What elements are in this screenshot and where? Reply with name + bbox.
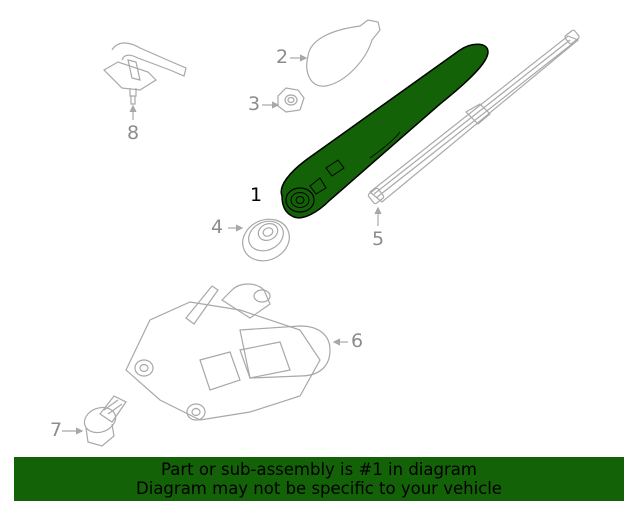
- callout-8[interactable]: 8: [127, 122, 140, 144]
- info-banner: Part or sub-assembly is #1 in diagram Di…: [14, 457, 624, 501]
- grommet-part[interactable]: [228, 212, 296, 269]
- parts-diagram: 1 2 3 4 5 6 7 8: [50, 19, 580, 447]
- washer-nozzle-part[interactable]: [103, 42, 187, 120]
- callout-3[interactable]: 3: [248, 93, 261, 115]
- callout-5[interactable]: 5: [372, 228, 385, 250]
- callout-4[interactable]: 4: [211, 216, 224, 238]
- banner-line-disclaimer: Diagram may not be specific to your vehi…: [136, 479, 502, 498]
- callout-7[interactable]: 7: [50, 419, 63, 441]
- wiper-motor-part[interactable]: [125, 283, 348, 421]
- bolt-part[interactable]: [62, 395, 127, 447]
- callout-1[interactable]: 1: [250, 184, 263, 206]
- nut-part[interactable]: [262, 87, 305, 113]
- cap-part[interactable]: [290, 19, 381, 87]
- wiper-blade-part[interactable]: [367, 29, 580, 226]
- callout-2[interactable]: 2: [276, 46, 289, 68]
- callout-6[interactable]: 6: [351, 330, 364, 352]
- banner-line-part-number: Part or sub-assembly is #1 in diagram: [161, 460, 477, 479]
- wiper-arm-part[interactable]: [280, 43, 489, 219]
